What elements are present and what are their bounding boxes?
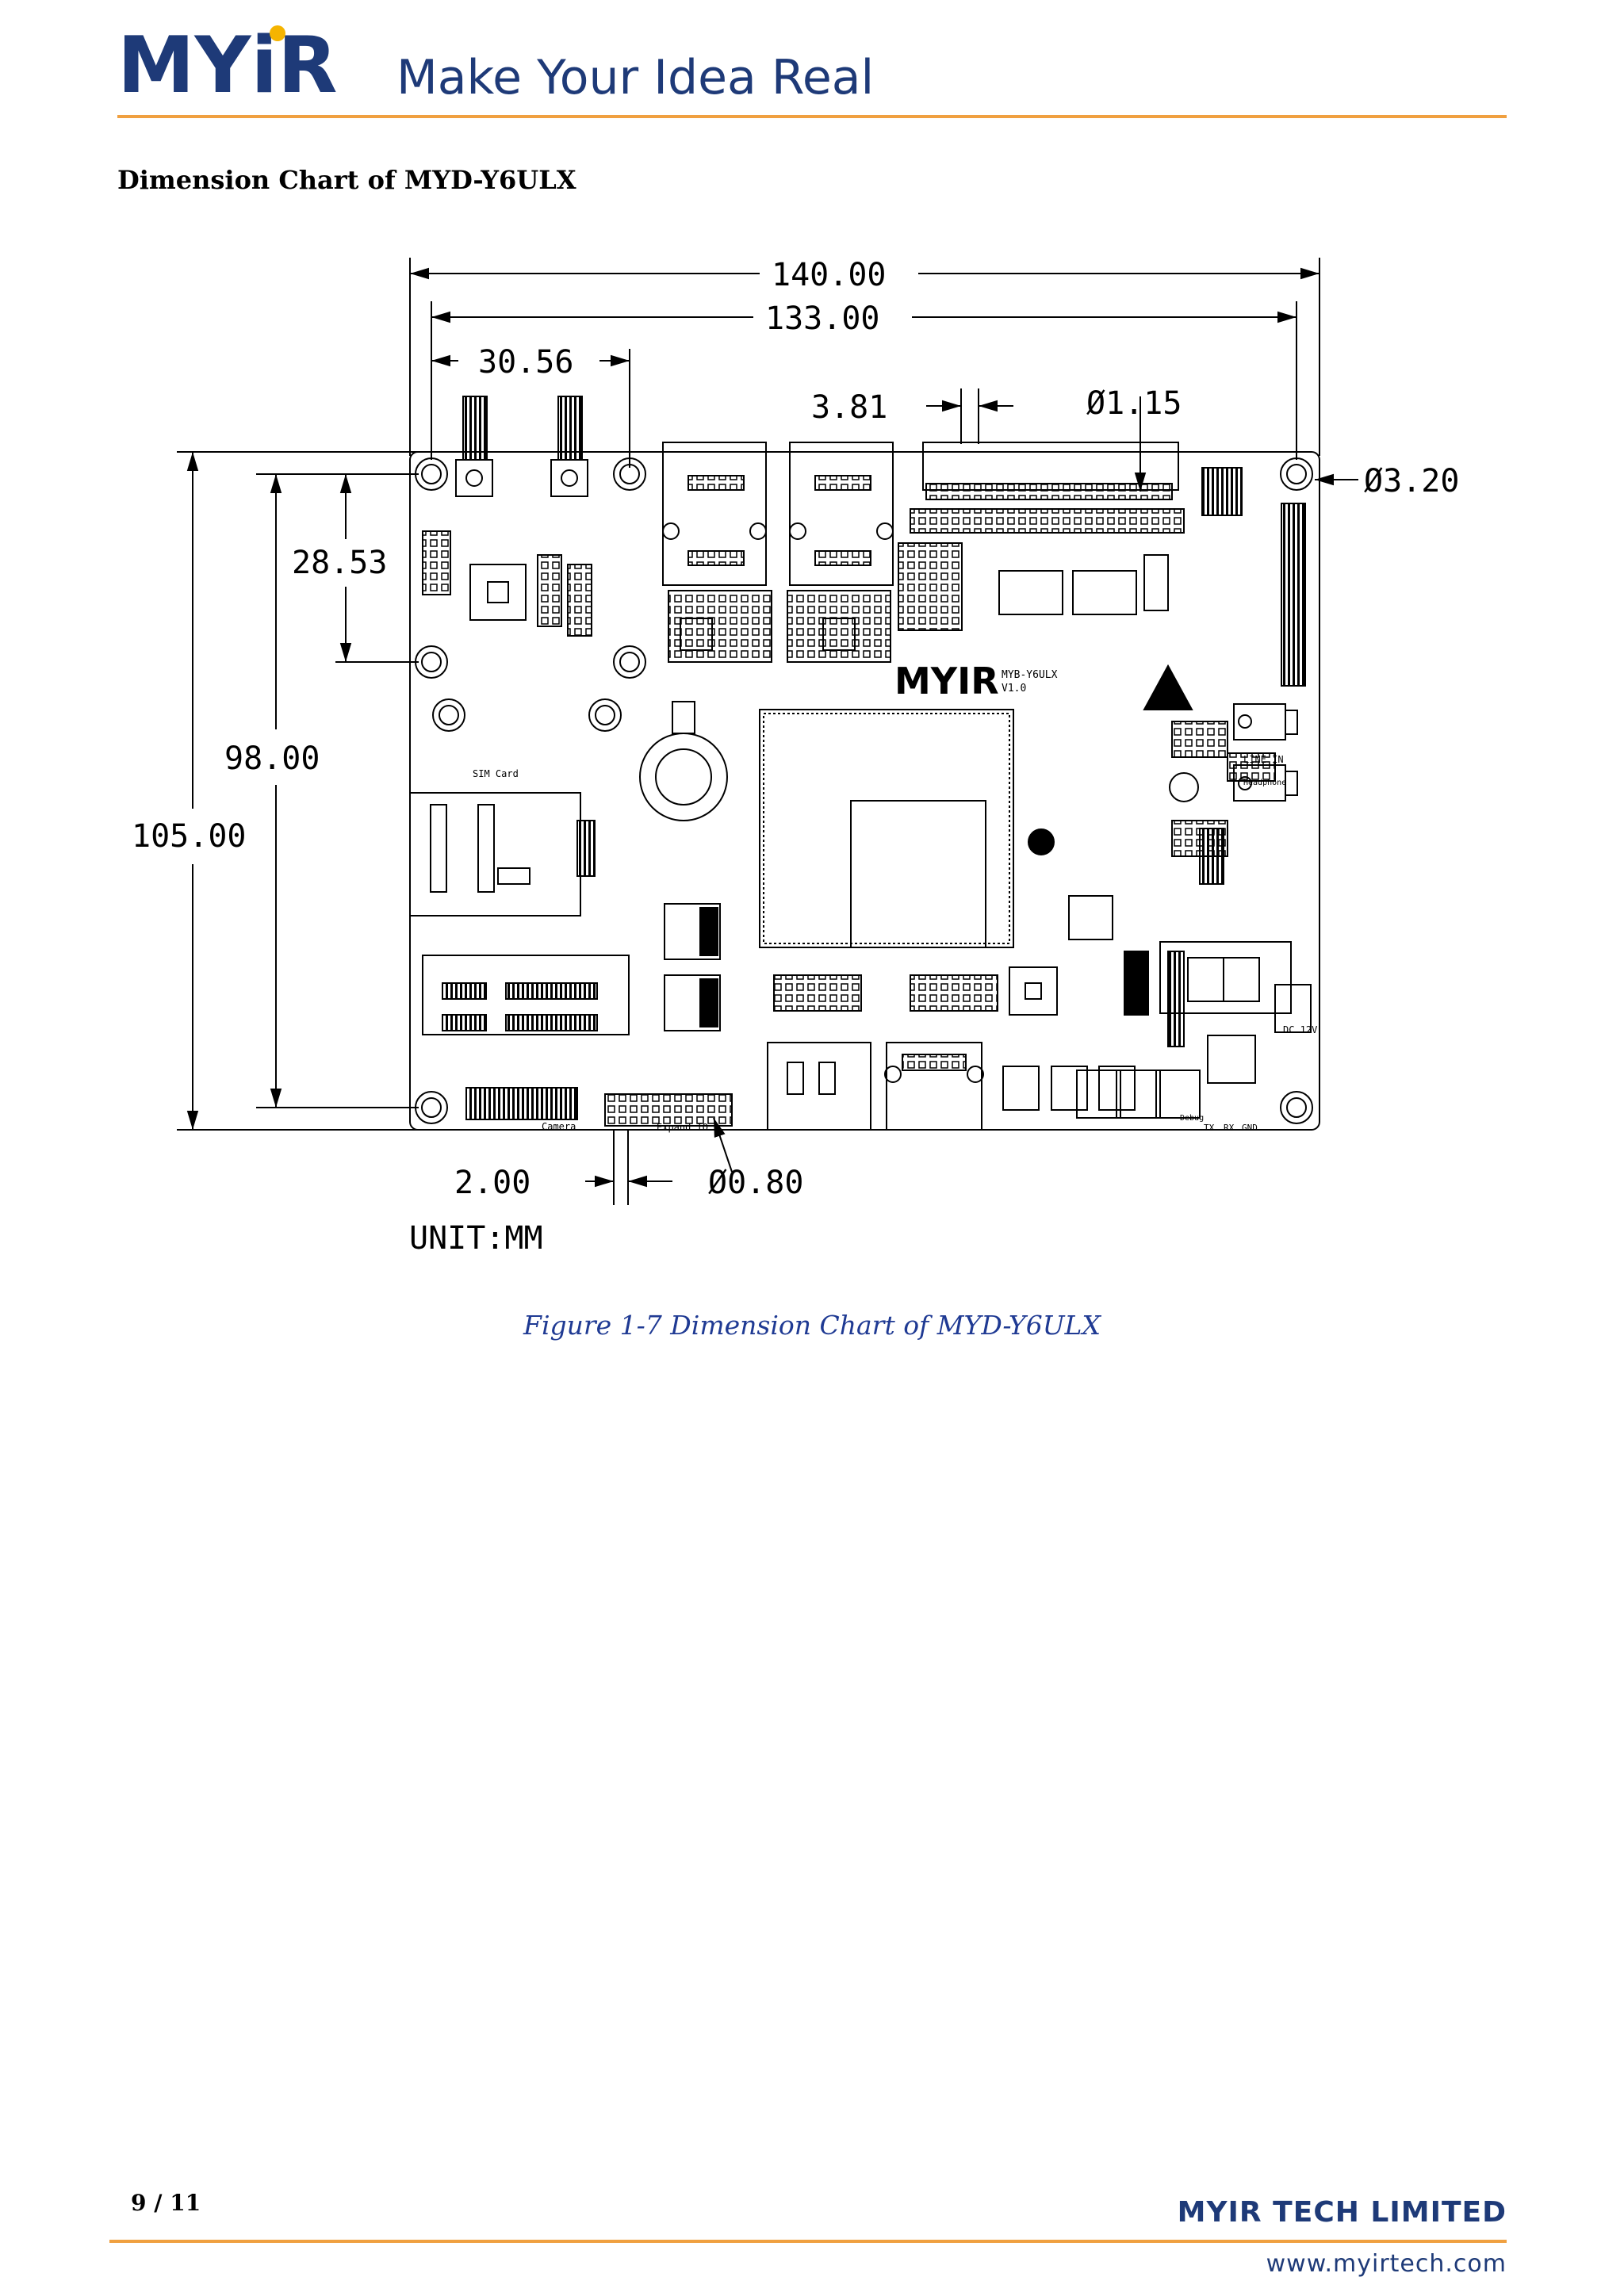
dim-top-left-span: 30.56 xyxy=(478,344,573,381)
label-debug: Debug xyxy=(1180,1114,1204,1123)
label-expand: Expand IO xyxy=(657,1122,708,1133)
board-logo: MYIR xyxy=(894,660,999,702)
label-sim-card: SIM Card xyxy=(473,768,519,779)
logo-dot-icon xyxy=(270,25,285,41)
footer-company: MYIR TECH LIMITED xyxy=(1177,2196,1507,2229)
label-camera: Camera xyxy=(542,1121,576,1132)
header-divider xyxy=(117,115,1507,118)
dim-overall-width: 140.00 xyxy=(772,257,887,293)
dim-pin-diameter: Ø1.15 xyxy=(1086,385,1182,422)
label-tx: TX xyxy=(1204,1123,1215,1133)
footer-divider xyxy=(109,2240,1507,2243)
header-tagline: Make Your Idea Real xyxy=(396,50,874,105)
mount-hole-bottom-left xyxy=(415,1091,448,1124)
dim-header-pitch: 3.81 xyxy=(811,389,887,426)
dimension-drawing: 140.00 133.00 30.56 3.81 Ø1.15 Ø3.20 105… xyxy=(117,238,1507,1276)
footer-url[interactable]: www.myirtech.com xyxy=(1266,2250,1507,2278)
figure-caption: Figure 1-7 Dimension Chart of MYD-Y6ULX xyxy=(523,1310,1101,1341)
board-model: MYB-Y6ULX xyxy=(1002,669,1058,681)
label-rx: RX xyxy=(1224,1123,1235,1133)
mount-hole-top-right xyxy=(1280,457,1313,491)
dim-left-top-span: 28.53 xyxy=(292,545,387,581)
dim-bottom-offset: 2.00 xyxy=(454,1165,530,1201)
dim-bottom-pin-diameter: Ø0.80 xyxy=(708,1165,803,1201)
soc-module xyxy=(759,709,1014,948)
logo-wordmark: MYiR xyxy=(117,22,338,109)
label-gnd: GND xyxy=(1242,1123,1258,1133)
mount-hole-bottom-right xyxy=(1280,1091,1313,1124)
dim-mount-hole-diameter: Ø3.20 xyxy=(1364,463,1459,499)
dim-hole-span-width: 133.00 xyxy=(765,300,880,337)
mount-hole-top-left xyxy=(415,457,448,491)
section-title: Dimension Chart of MYD-Y6ULX xyxy=(117,165,576,195)
dim-hole-span-height: 98.00 xyxy=(224,740,320,777)
myir-logo: MYiR Make Your Idea Real xyxy=(117,21,879,111)
label-headphone: Headphone xyxy=(1243,779,1286,787)
dim-overall-height: 105.00 xyxy=(132,818,247,855)
dimension-lines xyxy=(177,258,1358,1205)
pcb-board xyxy=(409,396,1320,1131)
label-dc12v: DC 12V xyxy=(1283,1024,1317,1035)
board-version: V1.0 xyxy=(1002,683,1026,695)
unit-label: UNIT:MM xyxy=(409,1220,543,1257)
page-number: 9 / 11 xyxy=(131,2190,201,2216)
label-line-in: LINE IN xyxy=(1243,754,1284,765)
dimension-labels: 140.00 133.00 30.56 3.81 Ø1.15 Ø3.20 105… xyxy=(132,257,1459,1257)
board-markings: MYIR MYB-Y6ULX V1.0 SIM Card Camera Expa… xyxy=(473,660,1317,1133)
